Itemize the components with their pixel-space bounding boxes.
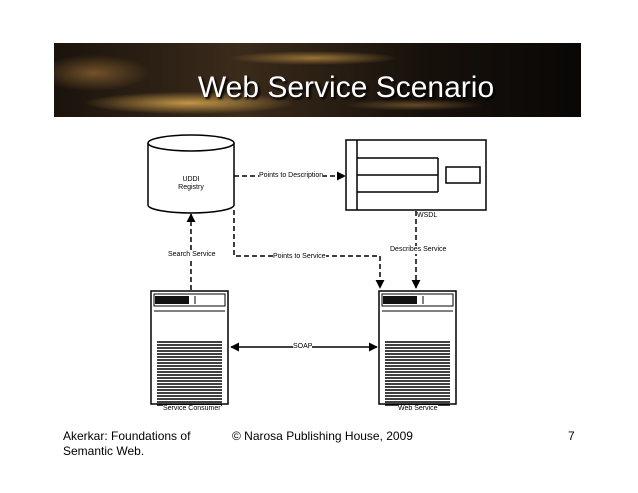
points-to-service-arrow xyxy=(233,210,385,289)
uddi-registry-cylinder xyxy=(147,134,235,214)
footer-author-line2: Semantic Web. xyxy=(63,444,145,458)
search-service-label: Search Service xyxy=(168,251,216,259)
footer-author: Akerkar: Foundations of Semantic Web. xyxy=(63,429,190,459)
wsdl-document-icon xyxy=(345,139,487,211)
describes-service-label: Describes Service xyxy=(390,246,447,254)
service-consumer-label: Service Consumer xyxy=(163,405,221,413)
uddi-registry-label: UDDI Registry xyxy=(158,176,224,192)
web-service-label: Web Service xyxy=(398,405,438,413)
uddi-registry-line2: Registry xyxy=(178,184,204,191)
web-service-server-icon xyxy=(378,290,457,406)
footer-copyright: © Narosa Publishing House, 2009 xyxy=(232,429,413,443)
uddi-registry-line1: UDDI xyxy=(182,176,200,183)
wsdl-label: WSDL xyxy=(417,212,438,220)
slide-title: Web Service Scenario xyxy=(197,71,495,104)
service-consumer-server-icon xyxy=(150,290,229,406)
title-banner: Web Service Scenario xyxy=(54,43,581,117)
points-to-description-label: Points to Description xyxy=(259,172,324,180)
soap-label: SOAP xyxy=(293,343,313,351)
points-to-service-label: Points to Service xyxy=(273,253,326,261)
footer-author-line1: Akerkar: Foundations of xyxy=(63,429,191,443)
page-number: 7 xyxy=(568,429,575,443)
